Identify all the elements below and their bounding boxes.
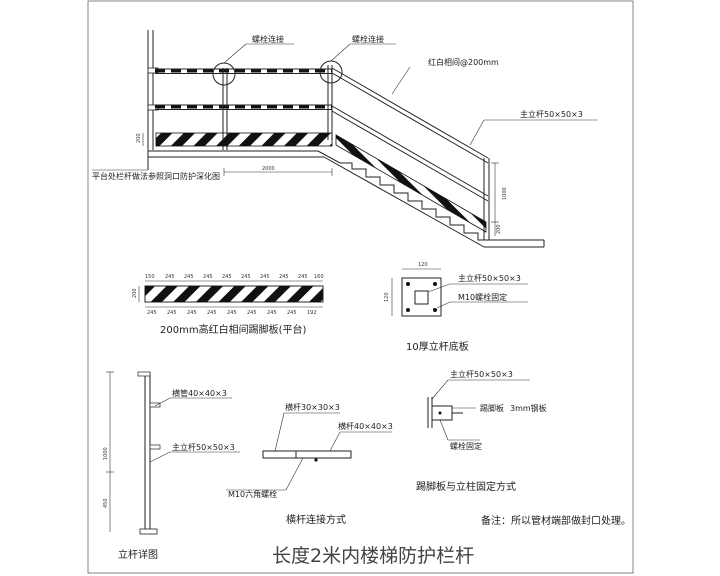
dim-1000-stair: 1000 [502,187,508,200]
bottom-dim-8: 192 [307,310,317,316]
stair-rails [331,67,489,202]
toeboard-strip [144,285,324,303]
frame-border [87,0,634,574]
bottom-dim-3: 245 [207,310,217,316]
post-railing-tube-label: 横管40×40×3 [172,388,227,398]
bottom-dim-1: 245 [167,310,177,316]
platform-rails [155,68,332,110]
top-dim-1: 245 [165,274,175,280]
base-plate [401,277,442,317]
base-m10-label: M10螺栓固定 [458,292,507,302]
bottom-dim-4: 245 [227,310,237,316]
dim-200-stair: 200 [496,224,502,234]
dim-200-left: 200 [136,133,142,143]
base-dim-side: 120 [384,292,390,302]
dim-2000: 2000 [262,166,275,172]
toeboard-fixing-detail: 主立杆50×50×3 踢脚板 3mm钢板 螺栓固定 踢脚板与立柱固定方式 [416,369,547,493]
label-platform-note: 平台处栏杆做法参照洞口防护深化图 [92,171,220,181]
label-bolt-connection-2: 螺栓连接 [352,34,384,44]
fix-title: 踢脚板与立柱固定方式 [416,480,516,493]
fix-main-post-label: 主立杆50×50×3 [450,369,513,379]
rail-30-label: 横杆30×30×3 [285,402,340,412]
top-dim-7: 245 [279,274,289,280]
top-dim-6: 245 [260,274,270,280]
base-plate-detail: 120 120 主立杆50×50×3 M10螺栓固定 10厚立杆底板 [384,262,528,353]
rail-bar [262,450,352,459]
top-dim-5: 245 [241,274,251,280]
fix-steel-plate-label: 3mm钢板 [510,403,547,413]
top-dim-3: 245 [203,274,213,280]
base-plate-post [414,290,429,305]
platform-toeboard [155,132,333,147]
fix-toeboard-label: 踢脚板 [480,403,504,413]
main-elevation: 200 2000 1000 200 螺栓连接 螺栓连接 红白相间@200mm 主… [92,30,598,248]
rail-40-label: 横杆40×40×3 [338,421,393,431]
rail-connection-detail: 横杆30×30×3 横杆40×40×3 M10六角螺栓 横杆连接方式 [226,402,393,526]
top-dim-0: 150 [145,274,155,280]
base-plate-title: 10厚立杆底板 [406,340,469,353]
bottom-dim-2: 245 [187,310,197,316]
base-dim-top: 120 [418,262,428,268]
top-dim-8: 245 [298,274,308,280]
fix-bolt-label: 螺栓固定 [450,441,482,451]
toeboard-title: 200mm高红白相间踢脚板(平台) [160,323,306,336]
toeboard-detail: 200 150 245 245 245 245 245 245 245 245 … [132,274,324,336]
top-dim-2: 245 [184,274,194,280]
top-dim-4: 245 [222,274,232,280]
stair-toeboard [335,134,487,233]
base-main-post-label: 主立杆50×50×3 [458,273,521,283]
remark: 备注：所以管材端部做封口处理。 [481,514,631,527]
post-detail: 1000 450 横管40×40×3 主立杆50×50×3 立杆详图 [103,371,240,561]
m10-bolt-label: M10六角螺栓 [228,489,277,499]
label-main-post-top: 主立杆50×50×3 [520,109,583,119]
toeboard-top-dims: 150 245 245 245 245 245 245 245 245 160 [145,274,324,280]
label-bolt-connection-1: 螺栓连接 [252,34,284,44]
drawing-title: 长度2米内楼梯防护栏杆 [272,545,474,567]
bottom-dim-7: 245 [287,310,297,316]
toeboard-bottom-dims: 245 245 245 245 245 245 245 245 192 [147,310,317,316]
post-dim-450: 450 [103,498,109,508]
bottom-dim-5: 245 [247,310,257,316]
post-dim-1000: 1000 [103,447,109,460]
post-detail-title: 立杆详图 [118,548,158,561]
bottom-dim-6: 245 [267,310,277,316]
label-red-white-spacing: 红白相间@200mm [428,57,499,67]
top-dim-9: 160 [314,274,324,280]
toeboard-height: 200 [132,288,138,298]
post-main-post-label: 主立杆50×50×3 [172,442,235,452]
rail-connection-title: 横杆连接方式 [286,513,346,526]
bottom-dim-0: 245 [147,310,157,316]
